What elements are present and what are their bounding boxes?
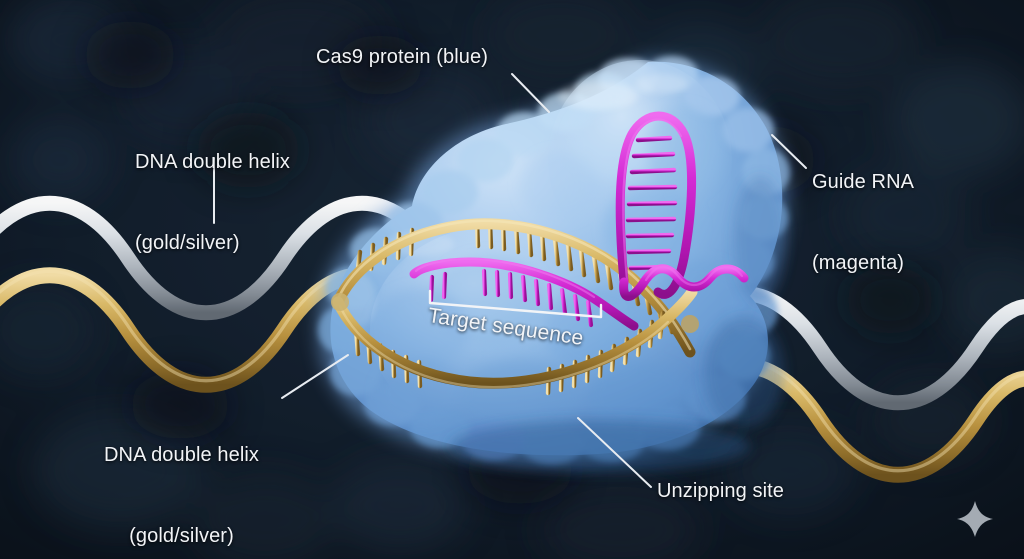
dna-unzipped-bubble bbox=[331, 218, 699, 401]
dna-unzipped-top-strand bbox=[332, 218, 696, 358]
guide-rna-target-backbone bbox=[409, 257, 639, 331]
leader-unzipping bbox=[577, 417, 652, 488]
cas9-shading bbox=[450, 176, 786, 472]
dna-unzipped-top-highlight bbox=[336, 219, 692, 351]
guide-rna-hairpin-rungs bbox=[625, 135, 678, 271]
guide-rna-target-highlight bbox=[414, 257, 596, 299]
guide-rna-tail bbox=[619, 264, 749, 301]
leader-dna-bottom bbox=[281, 354, 349, 399]
sparkle-watermark bbox=[957, 501, 993, 537]
cas9-specular bbox=[344, 74, 688, 326]
leader-lines bbox=[213, 73, 807, 488]
dna-bubble-left-junction bbox=[331, 293, 349, 311]
guide-rna-target-strand bbox=[409, 257, 639, 331]
guide-rna-hairpin-highlight bbox=[622, 118, 683, 282]
guide-rna-hairpin bbox=[615, 111, 749, 301]
dna-unzipped-bottom-strand bbox=[332, 286, 698, 389]
guide-rna-tail-highlight bbox=[644, 265, 744, 287]
dna-unzipped-bottom-highlight bbox=[338, 304, 670, 389]
dna-bubble-right-junction bbox=[681, 315, 699, 333]
guide-rna-hairpin-outline bbox=[615, 111, 697, 299]
target-sequence-bracket bbox=[428, 289, 603, 319]
leader-cas9 bbox=[511, 73, 550, 113]
leader-guide-rna bbox=[771, 134, 807, 169]
dna-left-silver-backbone bbox=[0, 195, 448, 321]
guide-rna-target-teeth bbox=[428, 268, 594, 328]
